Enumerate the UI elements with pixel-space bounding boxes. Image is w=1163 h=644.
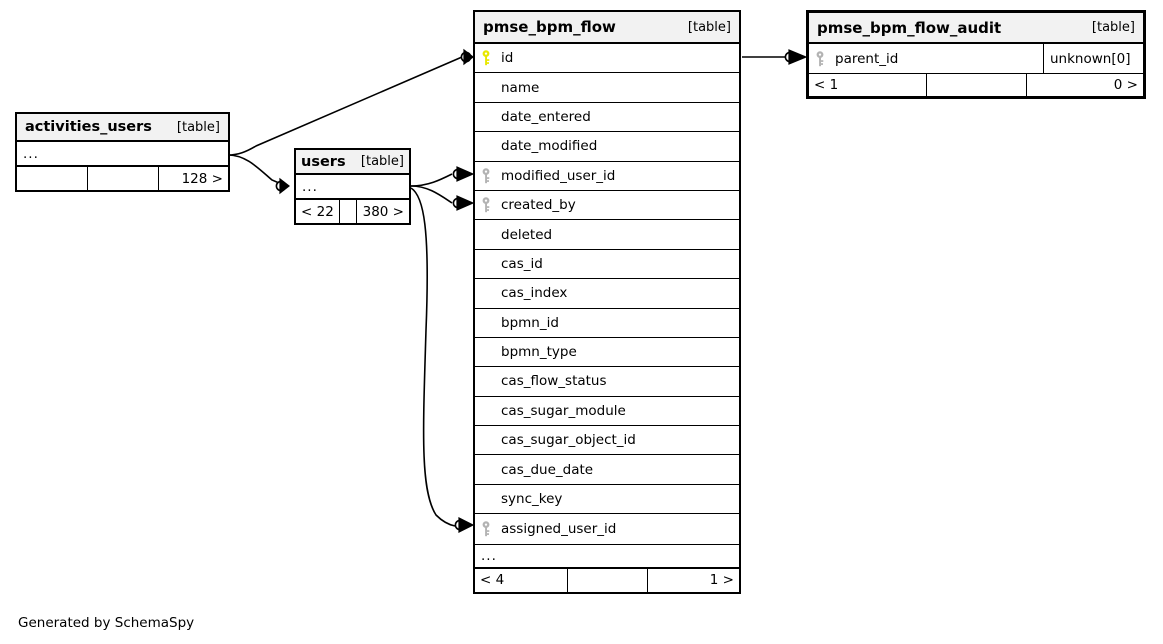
connector-circle-audit-parent-id [784, 51, 796, 63]
footer-middle [567, 568, 646, 592]
edge-users-to-modified-user-id [410, 173, 453, 187]
column-row[interactable]: cas_index [475, 279, 739, 309]
column-name: created_by [501, 197, 576, 214]
column-row[interactable]: date_modified [475, 132, 739, 162]
footer-children-count: 380 > [355, 200, 409, 223]
generated-by-credit: Generated by SchemaSpy [18, 615, 195, 631]
table-type-tag: [table] [1091, 20, 1135, 35]
footer-children-count: 128 > [157, 167, 228, 190]
footer-parents-count: < 22 [301, 203, 334, 220]
crowfoot-modified-user-id [456, 166, 475, 182]
table-header-users: users [table] [296, 150, 409, 175]
crowfoot-created-by [456, 195, 475, 211]
column-name: modified_user_id [501, 167, 616, 184]
table-footer-users: < 22 380 > [296, 200, 409, 223]
footer-parents-count: < 4 [480, 572, 505, 589]
collapsed-columns-ellipsis: ... [475, 543, 739, 569]
column-list-pmse-bpm-flow-audit: parent_id unknown[0] [809, 44, 1143, 74]
footer-middle [87, 167, 157, 190]
collapsed-columns-ellipsis: ... [296, 175, 409, 200]
column-name: sync_key [501, 491, 563, 508]
connector-circle-id [460, 51, 472, 63]
table-users[interactable]: users [table] ... < 22 380 > [294, 148, 411, 225]
column-list-pmse-bpm-flow: id name date_entered date_modified modified_… [475, 44, 739, 544]
table-footer-pmse-bpm-flow: < 4 1 > [475, 568, 739, 592]
column-name: date_modified [501, 138, 598, 155]
column-name: name [501, 79, 540, 96]
crowfoot-users [279, 177, 290, 195]
connector-circle-created-by [452, 197, 464, 209]
table-footer-activities-users: 128 > [17, 167, 228, 190]
table-header-pmse-bpm-flow-audit: pmse_bpm_flow_audit [table] [809, 13, 1143, 44]
collapsed-columns-ellipsis: ... [17, 142, 228, 167]
column-row[interactable]: cas_sugar_module [475, 397, 739, 427]
column-row[interactable]: cas_due_date [475, 455, 739, 485]
column-row[interactable]: bpmn_type [475, 338, 739, 368]
column-row[interactable]: deleted [475, 220, 739, 250]
column-name: deleted [501, 226, 553, 243]
crowfoot-assigned-user-id [458, 517, 475, 533]
column-row[interactable]: bpmn_id [475, 309, 739, 338]
edge-users-to-assigned-user-id [410, 187, 456, 527]
column-row[interactable]: cas_flow_status [475, 367, 739, 397]
column-name: date_entered [501, 108, 591, 125]
foreign-key-icon [475, 521, 499, 537]
table-type-tag: [table] [176, 119, 220, 135]
column-name: cas_flow_status [501, 373, 607, 390]
connector-circle-modified-user-id [452, 168, 464, 180]
table-type-tag: [table] [687, 19, 731, 35]
connector-circle-assigned-user-id [454, 519, 466, 531]
table-pmse-bpm-flow-audit[interactable]: pmse_bpm_flow_audit [table] parent_id unk… [806, 10, 1146, 100]
connector-circle-users [275, 180, 287, 192]
column-name: assigned_user_id [501, 520, 617, 537]
footer-middle [338, 200, 356, 223]
column-name: bpmn_id [501, 314, 559, 331]
column-name: bpmn_type [501, 344, 577, 361]
edge-users-to-created-by [410, 185, 453, 204]
primary-key-icon [475, 50, 499, 66]
column-name: cas_due_date [501, 461, 594, 478]
column-name: cas_id [501, 255, 543, 272]
table-footer-pmse-bpm-flow-audit: < 1 0 > [809, 73, 1143, 97]
column-row[interactable]: assigned_user_id [475, 514, 739, 543]
table-type-tag: [table] [360, 154, 404, 169]
column-row[interactable]: date_entered [475, 103, 739, 133]
column-name: cas_sugar_object_id [501, 432, 636, 449]
table-header-activities-users: activities_users [table] [17, 114, 228, 142]
table-pmse-bpm-flow[interactable]: pmse_bpm_flow [table] id name date_entered… [473, 10, 741, 594]
column-type: unknown[0] [1043, 44, 1143, 74]
foreign-key-icon [809, 50, 833, 67]
column-row[interactable]: id [475, 44, 739, 74]
footer-parents-count: < 1 [814, 77, 839, 94]
crowfoot-id [463, 48, 474, 66]
column-row[interactable]: sync_key [475, 485, 739, 515]
column-name: id [501, 50, 514, 67]
column-row[interactable]: parent_id unknown[0] [809, 44, 1143, 74]
column-name: cas_index [501, 285, 568, 302]
table-header-pmse-bpm-flow: pmse_bpm_flow [table] [475, 12, 739, 44]
crowfoot-audit-parent-id [788, 49, 808, 65]
column-row[interactable]: cas_sugar_object_id [475, 426, 739, 456]
foreign-key-icon [475, 167, 499, 184]
edge-activities-users-to-id [227, 56, 463, 156]
column-row[interactable]: created_by [475, 191, 739, 221]
column-name: parent_id [835, 50, 899, 67]
table-title: users [301, 153, 346, 170]
footer-middle [925, 74, 1026, 97]
column-row[interactable]: cas_id [475, 250, 739, 280]
table-title: activities_users [25, 119, 152, 135]
table-title: pmse_bpm_flow_audit [817, 18, 1002, 37]
column-row[interactable]: name [475, 73, 739, 103]
column-row[interactable]: modified_user_id [475, 162, 739, 191]
column-name: cas_sugar_module [501, 402, 626, 419]
footer-parents-count [17, 167, 87, 190]
edge-activities-users-to-users [227, 154, 287, 187]
foreign-key-icon [475, 197, 499, 213]
table-title: pmse_bpm_flow [483, 18, 616, 36]
footer-children-count: 0 > [1026, 74, 1143, 97]
footer-children-count: 1 > [646, 568, 739, 592]
table-activities-users[interactable]: activities_users [table] ... 128 > [15, 112, 230, 192]
